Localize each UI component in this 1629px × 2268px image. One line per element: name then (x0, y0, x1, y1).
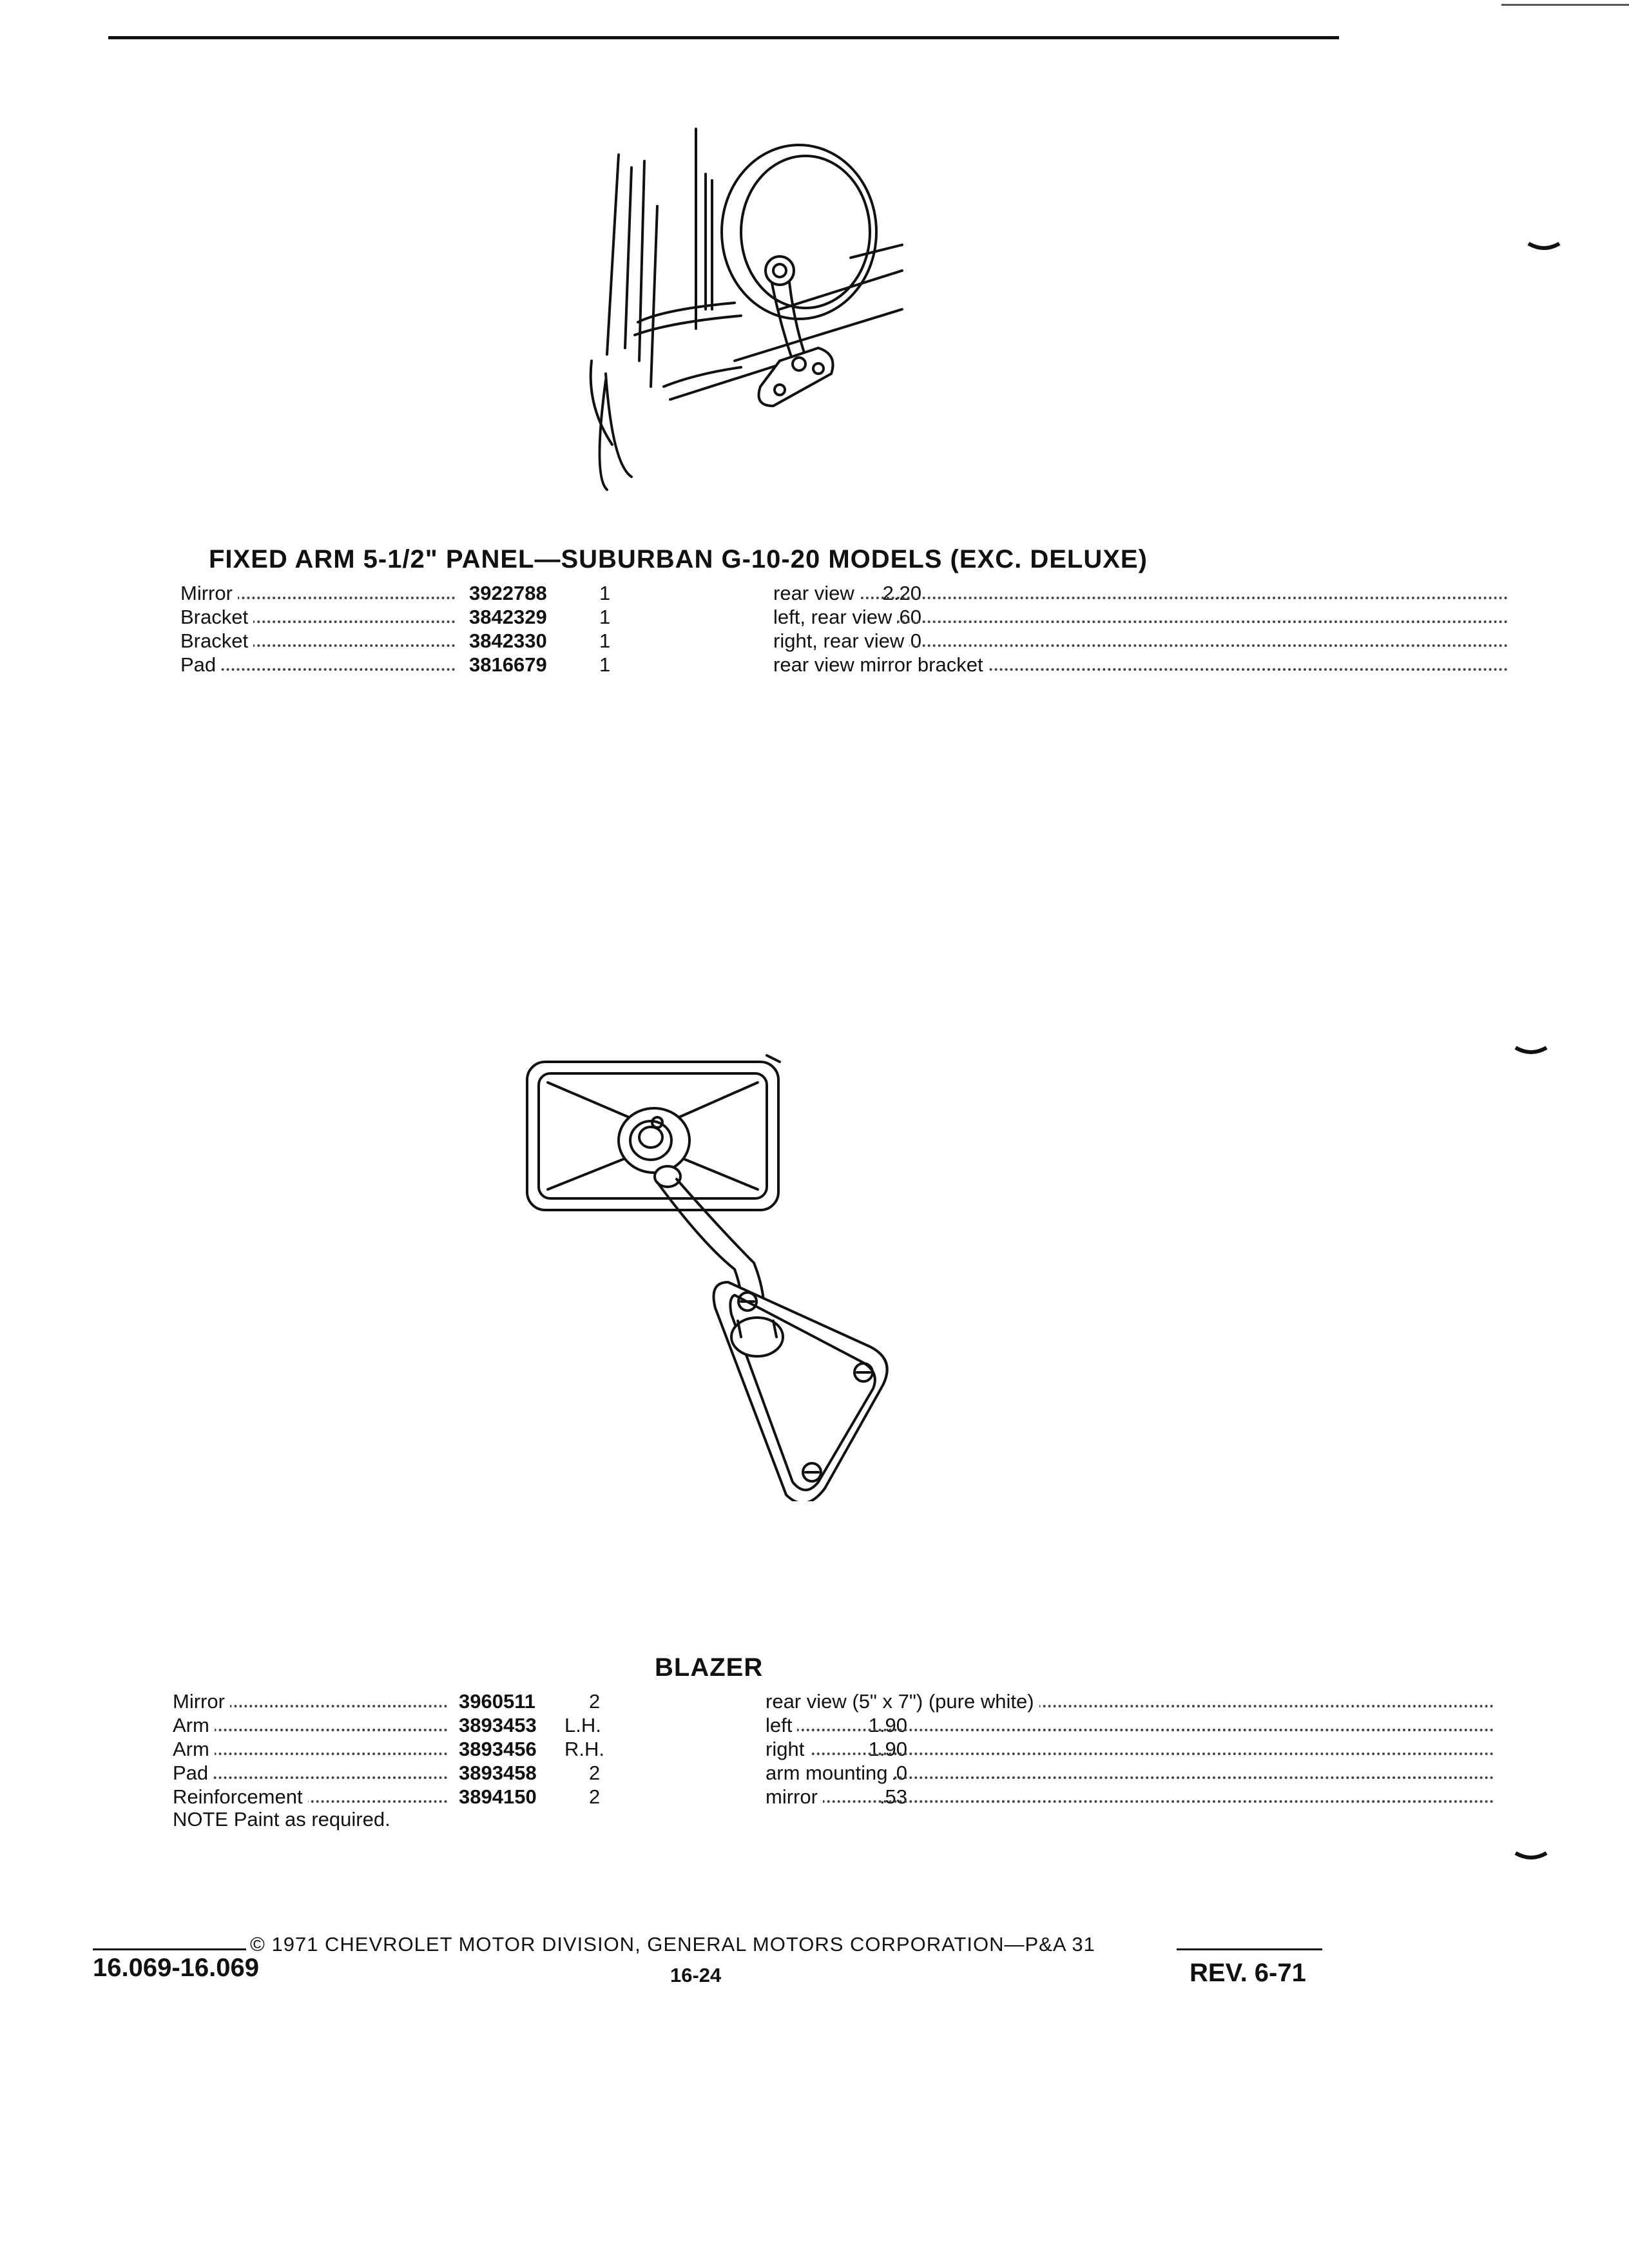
part-quantity: 1 (599, 606, 611, 628)
fixed-arm-mirror-illustration (567, 116, 928, 503)
part-price: .53 (879, 1785, 907, 1808)
part-name: Pad (180, 653, 222, 676)
part-price: 1.90 (868, 1738, 907, 1760)
section-title-blazer: BLAZER (655, 1653, 764, 1682)
part-number: 3893453 (459, 1714, 537, 1736)
part-quantity: R.H. (564, 1738, 604, 1760)
part-quantity: 1 (599, 629, 611, 652)
part-description: left (766, 1714, 798, 1736)
part-description: arm mounting (766, 1762, 893, 1784)
footer-copyright: © 1971 CHEVROLET MOTOR DIVISION, GENERAL… (250, 1933, 1095, 1956)
part-number: 3893456 (459, 1738, 537, 1760)
part-description: left, rear view (773, 606, 898, 628)
part-name: Arm (173, 1714, 215, 1736)
part-quantity: 2 (589, 1762, 601, 1784)
footer-section-code: 16.069-16.069 (93, 1954, 260, 1982)
part-description: mirror (766, 1785, 823, 1808)
part-name: Bracket (180, 606, 254, 628)
paint-note: NOTE Paint as required. (173, 1808, 390, 1831)
footer-revision: REV. 6-71 (1190, 1959, 1306, 1987)
part-number: 3842330 (469, 629, 547, 652)
part-name: Mirror (180, 582, 238, 604)
part-name: Mirror (173, 1690, 230, 1713)
part-description: right, rear view (773, 629, 910, 652)
part-name: Pad (173, 1762, 214, 1784)
binder-mark-icon (1514, 1046, 1548, 1054)
part-description: right (766, 1738, 810, 1760)
part-price: 2.20 (882, 582, 921, 604)
footer-page-number: 16-24 (670, 1964, 722, 1986)
part-description: rear view mirror bracket (773, 653, 988, 676)
top-rule (108, 36, 1339, 39)
part-quantity: 1 (599, 582, 611, 604)
binder-mark-icon (1514, 1851, 1548, 1860)
part-quantity: L.H. (564, 1714, 601, 1736)
section-title-fixed-arm: FIXED ARM 5-1/2" PANEL—SUBURBAN G-10-20 … (209, 545, 1148, 573)
binder-mark-icon (1527, 242, 1561, 250)
footer-rule-right (1177, 1948, 1322, 1950)
part-name: Bracket (180, 629, 254, 652)
part-number: 3893458 (459, 1762, 537, 1784)
part-description: rear view (5" x 7") (pure white) (766, 1690, 1039, 1713)
part-number: 3842329 (469, 606, 547, 628)
footer-rule-left (93, 1948, 246, 1950)
part-description: rear view (773, 582, 860, 604)
part-number: 3894150 (459, 1785, 537, 1808)
part-number: 3922788 (469, 582, 547, 604)
part-name: Arm (173, 1738, 215, 1760)
blazer-mirror-illustration (522, 1050, 909, 1501)
part-quantity: 1 (599, 653, 611, 676)
part-quantity: 2 (589, 1690, 601, 1713)
part-number: 3960511 (459, 1690, 535, 1713)
part-number: 3816679 (469, 653, 547, 676)
part-quantity: 2 (589, 1785, 601, 1808)
part-price: 1.90 (868, 1714, 907, 1736)
scan-edge-mark (1501, 4, 1629, 6)
part-name: Reinforcement (173, 1785, 308, 1808)
